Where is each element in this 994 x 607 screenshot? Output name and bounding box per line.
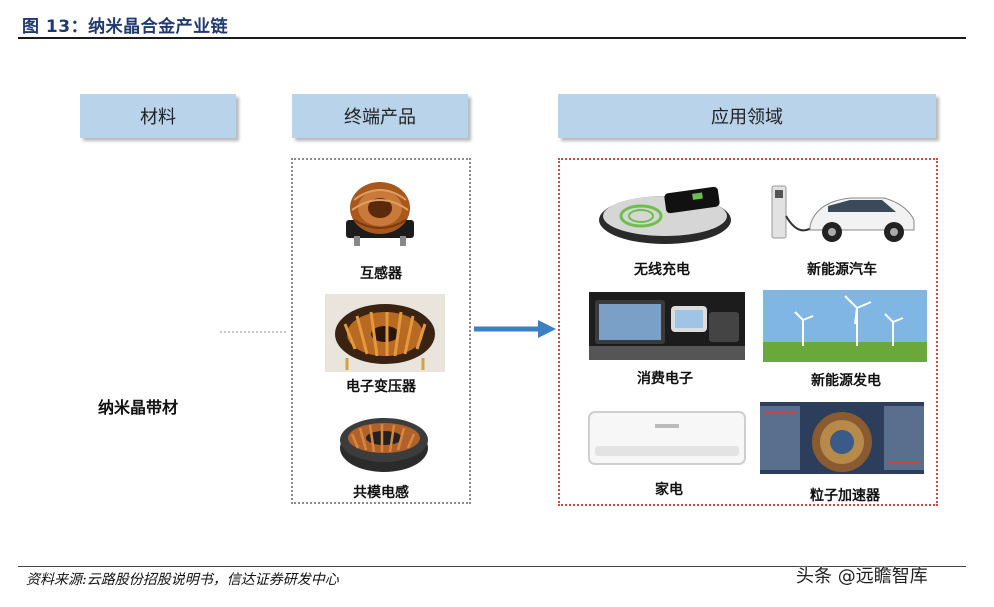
application-label: 消费电子 — [637, 371, 693, 387]
air-conditioner-icon — [585, 406, 749, 478]
source-note: 资料来源:云路股份招股说明书，信达证券研发中心 — [26, 572, 339, 588]
wind-turbine-icon — [763, 290, 927, 366]
figure-title: 图 13：纳米晶合金产业链 — [22, 17, 229, 37]
products-frame — [291, 158, 471, 504]
header-applications: 应用领域 — [558, 94, 936, 138]
flow-arrow-icon — [474, 320, 556, 338]
application-label: 粒子加速器 — [810, 488, 880, 504]
footer-rule — [18, 566, 966, 567]
toroid-core-icon — [340, 170, 420, 256]
electric-car-icon — [766, 176, 918, 250]
header-products: 终端产品 — [292, 94, 468, 138]
product-label: 共模电感 — [353, 485, 409, 501]
wireless-charger-icon — [595, 176, 735, 252]
material-label: 纳米晶带材 — [98, 398, 179, 417]
consumer-electronics-icon — [589, 292, 745, 364]
particle-accelerator-icon — [760, 402, 924, 478]
material-connector — [220, 331, 286, 333]
header-materials: 材料 — [80, 94, 236, 138]
applications-frame — [558, 158, 938, 506]
product-label: 电子变压器 — [346, 379, 416, 395]
application-label: 无线充电 — [634, 262, 690, 278]
application-label: 新能源汽车 — [807, 262, 877, 278]
watermark-text: 头条 @远瞻智库 — [796, 566, 928, 587]
transformer-coil-icon — [325, 294, 445, 376]
application-label: 新能源发电 — [811, 373, 881, 389]
product-label: 互感器 — [360, 266, 402, 282]
application-label: 家电 — [655, 482, 683, 498]
title-rule — [18, 37, 966, 39]
common-mode-choke-icon — [336, 408, 432, 480]
